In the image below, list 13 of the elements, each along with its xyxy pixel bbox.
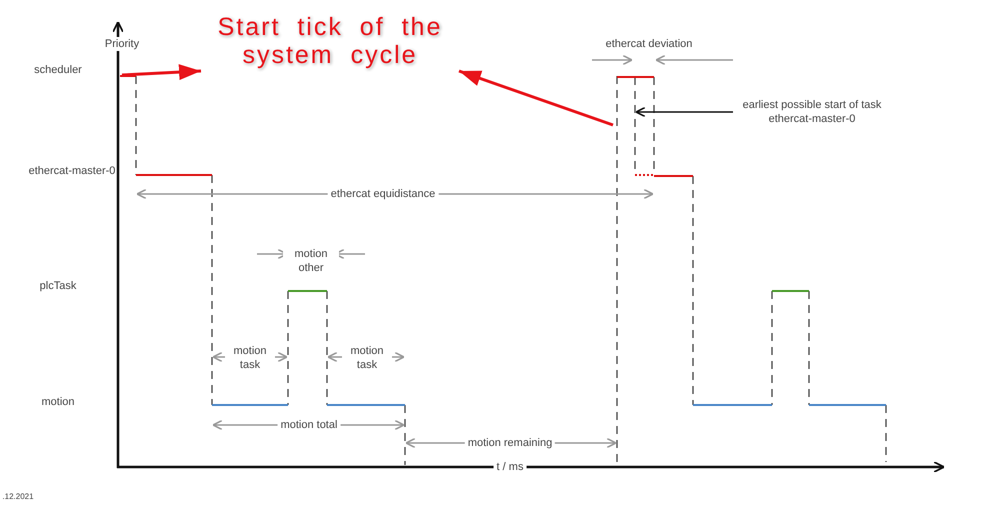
row-label: ethercat-master-0 bbox=[28, 164, 116, 178]
dimension-label: ethercat deviation bbox=[606, 37, 692, 51]
row-label: plcTask bbox=[40, 279, 76, 293]
callout-text: Start tick of the system cycle bbox=[205, 13, 455, 69]
row-label: motion bbox=[41, 395, 75, 409]
arrow bbox=[635, 106, 733, 118]
callout-arrow bbox=[458, 70, 614, 126]
date-label: .12.2021 bbox=[2, 491, 34, 503]
row-label: scheduler bbox=[34, 63, 82, 77]
callout-arrow bbox=[122, 64, 202, 80]
dimension-label: ethercat equidistance bbox=[328, 187, 438, 201]
dimension-label: motion remaining bbox=[464, 436, 556, 450]
annotation-text: earliest possible start of task ethercat-master-0 bbox=[737, 98, 887, 126]
